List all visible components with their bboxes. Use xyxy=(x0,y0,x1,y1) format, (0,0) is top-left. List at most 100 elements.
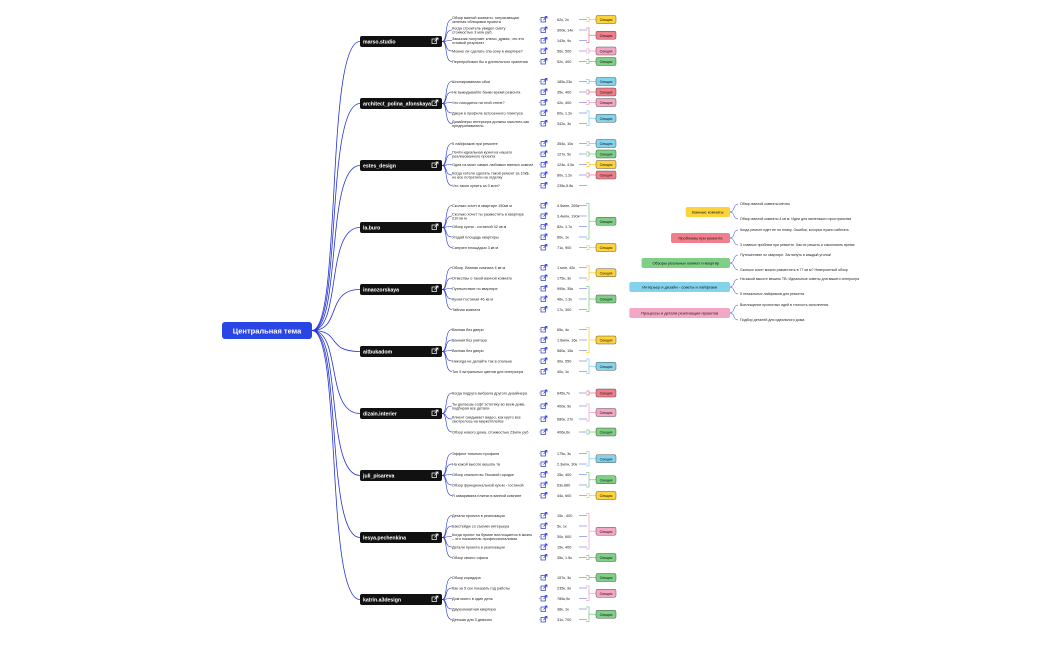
external-link-icon[interactable] xyxy=(540,605,548,612)
category-node[interactable]: la.buro xyxy=(360,222,442,233)
central-topic[interactable]: Центральная тема xyxy=(222,322,312,339)
external-link-icon[interactable] xyxy=(540,616,548,623)
section-tag-pink[interactable]: Секция xyxy=(586,585,617,601)
video-item[interactable]: Что находится на этой стене?42к, 400 xyxy=(452,99,587,106)
video-item[interactable]: Заказчик получает ключи, думая, что этог… xyxy=(452,37,587,45)
external-link-icon[interactable] xyxy=(540,326,548,333)
external-link-icon[interactable] xyxy=(540,109,548,116)
video-item[interactable]: Одна из моих самых любимых ванных комнат… xyxy=(452,161,587,168)
external-link-icon[interactable] xyxy=(540,99,548,106)
external-link-icon[interactable] xyxy=(540,347,548,354)
section-tag-yellow[interactable]: Секция xyxy=(586,327,617,353)
section-tag-green[interactable]: Секция xyxy=(586,57,617,66)
section-tag-blue[interactable]: Секция xyxy=(586,77,617,86)
external-link-icon[interactable] xyxy=(540,450,548,457)
section-tag-blue[interactable]: Секция xyxy=(586,139,617,148)
external-link-icon[interactable] xyxy=(540,481,548,488)
external-link-icon[interactable] xyxy=(540,37,548,44)
external-link-icon[interactable] xyxy=(540,182,548,189)
external-link-icon[interactable] xyxy=(540,58,548,65)
video-item[interactable]: Что такое купить за 3 млн?235к,5.8к xyxy=(452,182,587,189)
category-node[interactable]: juli_pisareva xyxy=(360,470,442,481)
external-link-icon[interactable] xyxy=(540,368,548,375)
section-tag-green[interactable]: Секция xyxy=(586,427,617,437)
section-tag-green[interactable]: Секция xyxy=(586,573,617,582)
section-tag-yellow[interactable]: Секция xyxy=(586,160,617,169)
external-link-icon[interactable] xyxy=(540,533,548,540)
section-tag-red[interactable]: Секция xyxy=(586,170,617,180)
section-tag-yellow[interactable]: Секция xyxy=(586,15,617,24)
video-item[interactable]: Когда проект на бумаге воплощается в жиз… xyxy=(452,533,587,541)
video-item[interactable]: Обзор ванной комнаты, потрясающаязеленая… xyxy=(452,16,587,24)
section-tag-blue[interactable]: Секция xyxy=(586,358,617,374)
external-link-icon[interactable] xyxy=(540,202,548,209)
external-link-icon[interactable] xyxy=(540,120,548,127)
external-link-icon[interactable] xyxy=(540,357,548,364)
external-link-icon[interactable] xyxy=(540,574,548,581)
category-node[interactable]: architect_polina_afonskaya xyxy=(360,98,442,109)
section-tag-red[interactable]: Секция xyxy=(586,388,617,398)
section-tag-red[interactable]: Секция xyxy=(586,27,617,43)
external-link-icon[interactable] xyxy=(540,244,548,251)
external-link-icon[interactable] xyxy=(540,512,548,519)
external-link-icon[interactable] xyxy=(431,285,439,292)
section-tag-green[interactable]: Секция xyxy=(586,286,617,312)
video-item[interactable]: Дизайнеры интерьера должны мыслить какпр… xyxy=(452,120,587,128)
external-link-icon[interactable] xyxy=(540,554,548,561)
section-tag-green[interactable]: Секция xyxy=(586,472,617,488)
video-item[interactable]: Клиент скидывает видео, как круто всесмо… xyxy=(452,415,587,424)
external-link-icon[interactable] xyxy=(540,150,548,157)
external-link-icon[interactable] xyxy=(540,522,548,529)
legend-pink[interactable]: Процессы и детали реализации проектовВоп… xyxy=(629,303,828,322)
section-tag-pink[interactable]: Секция xyxy=(586,98,617,107)
video-item[interactable]: Ты делаешь софт эстетику во всем доме,по… xyxy=(452,402,587,411)
video-item[interactable]: Можно ли сделать спа-зону в квартире?56к… xyxy=(452,47,587,54)
external-link-icon[interactable] xyxy=(540,492,548,499)
section-tag-pink[interactable]: Секция xyxy=(586,46,617,56)
external-link-icon[interactable] xyxy=(431,471,439,478)
external-link-icon[interactable] xyxy=(540,543,548,550)
external-link-icon[interactable] xyxy=(431,99,439,106)
external-link-icon[interactable] xyxy=(540,471,548,478)
video-item[interactable]: Почти идеальная кухня из нашегореализова… xyxy=(452,150,587,159)
category-node[interactable]: estes_design xyxy=(360,160,442,171)
external-link-icon[interactable] xyxy=(540,584,548,591)
section-tag-green[interactable]: Секция xyxy=(586,149,617,159)
external-link-icon[interactable] xyxy=(540,285,548,292)
external-link-icon[interactable] xyxy=(431,595,439,602)
external-link-icon[interactable] xyxy=(540,460,548,467)
external-link-icon[interactable] xyxy=(540,171,548,178)
legend-blue[interactable]: Интерьер и дизайн - советы и лайфхакиНа … xyxy=(629,277,859,296)
category-node[interactable]: katrin.a3design xyxy=(360,594,442,605)
section-tag-pink[interactable]: Секция xyxy=(586,513,617,550)
external-link-icon[interactable] xyxy=(540,274,548,281)
external-link-icon[interactable] xyxy=(540,161,548,168)
